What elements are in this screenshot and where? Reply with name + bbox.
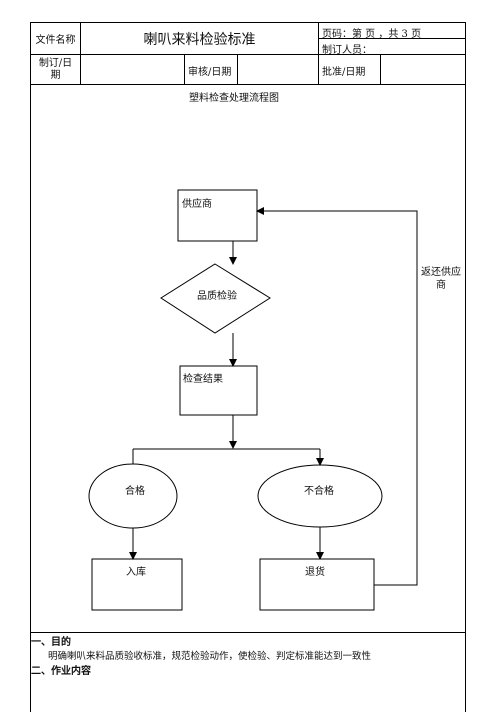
flowchart-title: 塑料检查处理流程图 bbox=[189, 93, 279, 104]
return-goods-label: 退货 bbox=[305, 567, 325, 578]
supplier-label: 供应商 bbox=[182, 199, 212, 210]
result-box bbox=[179, 365, 258, 416]
review-date-label: 审核/日期 bbox=[188, 67, 232, 78]
file-name-label: 文件名称 bbox=[35, 35, 76, 46]
fail-label: 不合格 bbox=[304, 486, 334, 497]
inspection-diamond bbox=[160, 263, 271, 334]
return-to-supplier-path bbox=[256, 207, 418, 586]
return-supplier-label-line1: 返还供应 bbox=[421, 267, 461, 278]
result-label: 检查结果 bbox=[183, 374, 223, 385]
supplier-box bbox=[177, 189, 258, 242]
purpose-text: 明确喇叭来料品质验收标准，规范检验动作，使检验、判定标准能达到一致性 bbox=[48, 651, 372, 662]
return-supplier-label: 返还供应 商 bbox=[418, 266, 464, 292]
author-label: 制订人员： bbox=[322, 45, 372, 56]
sections-frame bbox=[30, 632, 466, 712]
store-box bbox=[91, 558, 183, 611]
inspection-label: 品质检验 bbox=[197, 291, 237, 302]
purpose-heading: 一、目的 bbox=[31, 637, 71, 648]
document-title: 喇叭来料检验标准 bbox=[143, 31, 256, 48]
pass-label: 合格 bbox=[125, 486, 145, 497]
revise-date-label-line2: 期 bbox=[50, 70, 61, 81]
store-label: 入库 bbox=[126, 567, 146, 578]
revise-date-label-line1: 制订/日 bbox=[38, 58, 73, 69]
return-goods-box bbox=[259, 558, 375, 611]
content-heading: 二、作业内容 bbox=[31, 666, 91, 677]
return-supplier-label-line2: 商 bbox=[436, 280, 446, 291]
page-info: 页码：第 页 ，共 3 页 bbox=[322, 29, 422, 40]
approve-date-label: 批准/日期 bbox=[322, 67, 366, 78]
